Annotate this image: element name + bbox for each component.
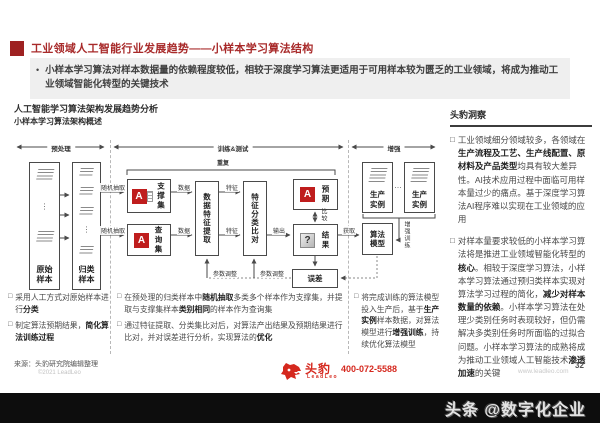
- edge-label-param-adjust: 参数调整: [212, 269, 239, 278]
- dataset-a-icon: A: [300, 187, 315, 202]
- notes-column-train-test: □在预处理的归类样本中随机抽取多类多个样本作为支撑集，并提取与支撑集样本类别相同…: [117, 292, 345, 349]
- node-label: 归类样本: [78, 264, 95, 284]
- sample-stack-icon: [79, 245, 94, 254]
- flipchart-icon: [146, 190, 153, 202]
- sample-stack-icon: [368, 168, 387, 182]
- brand-subname: LeadLeo: [307, 374, 339, 380]
- edge-label-feature: 特征: [225, 183, 240, 192]
- list-item: □制定算法预期结果，简化算法训练过程: [8, 321, 109, 343]
- node-raw-samples: ⋮ 原始样本: [29, 162, 60, 290]
- node-label: 生产实例: [412, 190, 427, 209]
- insights-list: □工业领域细分领域较多，各领域在生产流程及工艺、生产线配置、原材料及产品类型均具…: [450, 134, 592, 380]
- node-label: 生产实例: [370, 190, 385, 209]
- node-label: 算法模型: [370, 229, 385, 248]
- stage-divider: [348, 140, 349, 354]
- list-item: □对样本量要求较低的小样本学习算法将是推进工业领域智能化转型的核心。相较于深度学…: [450, 236, 586, 378]
- brand-website: www.leadleo.com: [518, 368, 569, 375]
- sample-stack-icon: [35, 169, 54, 182]
- list-item: □工业领域细分领域较多，各领域在生产流程及工艺、生产线配置、原材料及产品类型均具…: [450, 135, 586, 225]
- node-support-set: A 支撑集: [127, 179, 171, 213]
- brand-name: 头豹: [305, 362, 332, 376]
- dataset-a-icon: A: [131, 188, 147, 204]
- source-note: 来源：头豹研究院编辑整理: [14, 361, 98, 368]
- leopard-logo-icon: [281, 363, 301, 380]
- list-item: □在预处理的归类样本中随机抽取多类多个样本作为支撑集，并提取与支撑集样本类别相同…: [117, 293, 343, 314]
- sample-stack-icon: [35, 231, 54, 245]
- edge-label-output: 输出: [272, 226, 287, 235]
- summary-text: 小样本学习算法对样本数据量的依赖程度较低，相较于深度学习算法更适用于可用样本较为…: [45, 65, 559, 91]
- stage-label-enhance: 增强: [383, 143, 405, 153]
- edge-label-data: 数据: [177, 226, 192, 235]
- sample-stack-icon: [79, 168, 94, 176]
- sample-stack-icon: [410, 168, 429, 182]
- node-label: 查询集: [154, 225, 163, 255]
- dataset-a-icon: A: [134, 232, 149, 248]
- node-error: 误差: [292, 269, 338, 288]
- page-number: 32: [575, 361, 584, 370]
- node-feature-classification: 特征分类比对: [243, 181, 267, 256]
- question-mark-icon: ?: [300, 232, 315, 248]
- node-classified-samples: ⋮ 归类样本: [72, 162, 101, 290]
- title-accent-square: [10, 41, 24, 56]
- edge-label-acquire: 获取: [342, 226, 357, 235]
- node-algorithm-model: 算法模型: [362, 223, 393, 255]
- node-feature-extraction: 数据特征提取: [195, 181, 219, 256]
- node-query-set: A 查询集: [127, 224, 171, 256]
- notes-column-preprocess: □采用人工方式对原始样本进行分类 □制定算法预期结果，简化算法训练过程: [8, 292, 112, 349]
- node-label: 数据特征提取: [202, 193, 212, 244]
- node-expectation: A 预期: [293, 179, 338, 210]
- bullet-marker: •: [36, 65, 40, 75]
- edge-label-feature: 特征: [225, 226, 240, 235]
- edge-label-random-extract: 随机抽取: [100, 183, 127, 192]
- watermark-bar: 头条 @数字化企业: [0, 393, 600, 423]
- node-result: ? 结果: [293, 224, 338, 256]
- section-subtitle: 小样本学习算法架构概述: [14, 117, 102, 126]
- stage-label-preprocess: 预处理: [47, 143, 75, 153]
- section-title: 人工智能学习算法架构发展趋势分析: [14, 104, 159, 114]
- summary-box: • 小样本学习算法对样本数据量的依赖程度较低，相较于深度学习算法更适用于可用样本…: [30, 58, 570, 99]
- insights-panel: 头豹洞察 □工业领域细分领域较多，各领域在生产流程及工艺、生产线配置、原材料及产…: [450, 108, 592, 389]
- edge-label-data: 数据: [177, 183, 192, 192]
- list-item: □通过特征提取、分类集比对后，对算法产出结果及预期结果进行比对，并对误差进行分析…: [117, 321, 343, 343]
- insights-title: 头豹洞察: [450, 108, 592, 127]
- sample-stack-icon: [79, 187, 94, 196]
- sample-stack-icon: [79, 206, 94, 215]
- node-production-instance-2: 生产实例: [404, 162, 435, 213]
- edge-label-enhance-training: 增强训练: [403, 221, 409, 249]
- vertical-ellipsis: ⋮: [40, 201, 49, 211]
- node-label: 特征分类比对: [250, 193, 260, 244]
- list-item: □将完成训练的算法模型投入生产后，基于生产实例样本数据，对算法模型进行增强训练，…: [354, 293, 440, 349]
- node-label: 支撑集: [156, 181, 166, 211]
- node-production-instance-1: 生产实例: [362, 162, 393, 213]
- vertical-ellipsis: ⋮: [82, 225, 91, 235]
- edge-label-compare: 比较: [320, 208, 326, 222]
- node-label: 预期: [321, 185, 330, 204]
- list-item: □采用人工方式对原始样本进行分类: [8, 293, 109, 314]
- node-label: 误差: [307, 274, 323, 283]
- notes-column-enhance: □将完成训练的算法模型投入生产后，基于生产实例样本数据，对算法模型进行增强训练，…: [354, 292, 442, 355]
- horizontal-ellipsis: …: [394, 181, 402, 190]
- node-label: 原始样本: [36, 264, 53, 284]
- edge-label-repeat: 重复: [216, 158, 231, 167]
- watermark-text: 头条 @数字化企业: [444, 402, 586, 419]
- copyright-note: ©2021 LeadLeo: [38, 370, 81, 376]
- edge-label-random-extract: 随机抽取: [100, 226, 127, 235]
- stage-divider: [110, 140, 111, 354]
- edge-label-param-adjust: 参数调整: [259, 269, 286, 278]
- page-title: 工业领域人工智能行业发展趋势——小样本学习算法结构: [31, 43, 314, 55]
- node-label: 结果: [321, 230, 330, 250]
- stage-label-train-test: 训练&测试: [213, 143, 253, 153]
- brand-phone: 400-072-5588: [341, 364, 398, 374]
